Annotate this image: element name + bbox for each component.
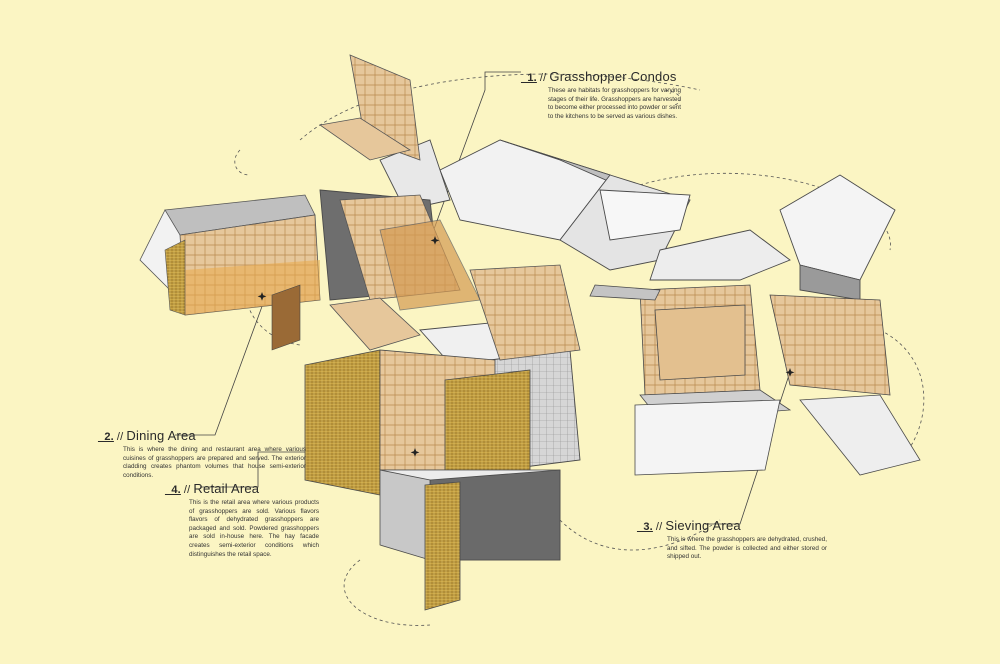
star-icon	[257, 292, 267, 301]
callout-separator: //	[183, 484, 191, 496]
callout-number: _1.	[521, 72, 537, 84]
callout-description: This is where the grasshoppers are dehyd…	[667, 536, 827, 561]
callout-heading: _4.//Retail Area	[165, 481, 317, 496]
callout-dining-area: _2.//Dining Area This is where the dinin…	[98, 428, 306, 480]
star-icon	[785, 368, 795, 377]
callout-title: Dining Area	[126, 428, 196, 443]
condo-block	[318, 54, 581, 361]
callout-heading: _2.//Dining Area	[98, 428, 306, 443]
callout-separator: //	[539, 72, 547, 84]
retail-block	[304, 349, 561, 611]
callout-heading: _1.//Grasshopper Condos	[521, 69, 681, 84]
star-icon	[410, 448, 420, 457]
star-icon	[430, 236, 440, 245]
callout-description: This is where the dining and restaurant …	[123, 446, 306, 479]
callout-number: _2.	[98, 431, 114, 443]
dining-block	[139, 194, 321, 351]
star-markers	[257, 236, 795, 457]
leader-dining	[175, 289, 269, 436]
callout-title: Sieving Area	[665, 518, 741, 533]
callout-title: Grasshopper Condos	[549, 69, 677, 84]
callout-separator: //	[116, 431, 124, 443]
callout-title: Retail Area	[193, 481, 260, 496]
callout-separator: //	[655, 521, 663, 533]
callout-number: _3.	[637, 521, 653, 533]
callout-retail-area: _4.//Retail Area This is the retail area…	[165, 481, 319, 559]
callout-grasshopper-condos: _1.//Grasshopper Condos These are habita…	[521, 69, 681, 121]
callout-description: This is the retail area where various pr…	[189, 499, 319, 558]
callout-sieving-area: _3.//Sieving Area This is where the gras…	[637, 518, 827, 562]
callout-number: _4.	[165, 484, 181, 496]
callout-description: These are habitats for grasshoppers for …	[548, 87, 682, 120]
callout-heading: _3.//Sieving Area	[637, 518, 827, 533]
sieving-block	[589, 284, 921, 476]
